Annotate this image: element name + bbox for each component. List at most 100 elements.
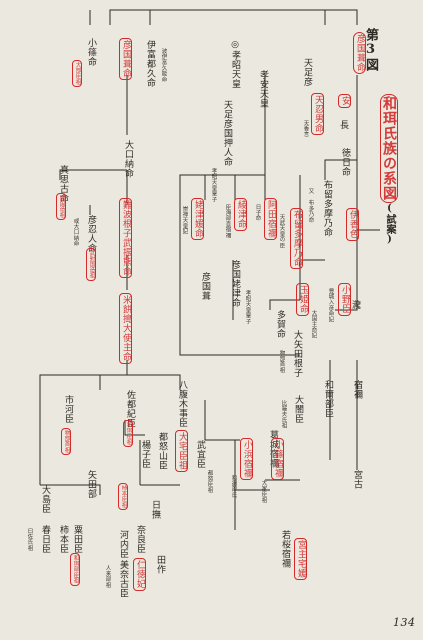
node-yamabe: 大宅臣祖 xyxy=(175,430,188,472)
center-connector xyxy=(179,75,300,356)
node-ohashi: 彦国葺命 xyxy=(353,32,366,74)
link-mashiko-branch xyxy=(59,169,127,180)
node-kogahi: 宮主宅媛 xyxy=(294,538,307,580)
node-oyakuma-note: 大家臣祖 xyxy=(260,480,267,503)
node-mina: 美奈古臣 xyxy=(118,560,128,598)
node-tokuhi: 徳日命 xyxy=(340,148,350,177)
node-okeru: 葛城宿禰 xyxy=(268,430,278,468)
node-waka: 天足彦 xyxy=(302,58,312,87)
node-furu: 布留多摩乃命 xyxy=(322,180,332,237)
node-oguchi: 大口納命 xyxy=(123,140,133,178)
node-amanoshita-note: 天武天皇の臣 xyxy=(278,214,285,249)
link-tochi xyxy=(139,440,180,486)
node-iobe: 伊富都久命 xyxy=(145,40,155,88)
node-mitsu: 宿禰 xyxy=(352,380,362,399)
node-fuka: 楊子臣 xyxy=(140,440,150,469)
node-nifu: 仁徳妃 xyxy=(133,558,146,590)
node-takayo: 武宜臣 xyxy=(195,440,205,469)
node-onoshi: 小篠命 xyxy=(86,38,96,67)
node-kosho: ◎孝昭天皇 xyxy=(230,40,240,89)
node-iobe-note: 波伊富久能命 xyxy=(160,48,167,83)
node-naniwa: 難波根子武振熊命 xyxy=(119,198,132,278)
node-nyo: 長 xyxy=(338,120,348,130)
node-kawachi: 河内臣 xyxy=(118,530,128,559)
node-mono: 和爾部臣 xyxy=(323,380,333,418)
node-ara: 粟田臣 xyxy=(72,525,82,554)
page-number: 134 xyxy=(393,616,416,629)
link-tokoi xyxy=(204,400,240,441)
node-mori-note: 曰佐氏祖 xyxy=(26,528,33,551)
node-hikono: 彦忍人命 xyxy=(86,215,96,253)
node-sasaki: 佐都紀臣 xyxy=(125,390,135,428)
node-sasaki-note: 和珥臣祖 xyxy=(123,420,132,447)
node-ara-note: 和珥部臣祖 xyxy=(70,553,79,585)
node-ichikawa-note: 物部首祖 xyxy=(61,428,70,455)
node-hikokuni: 彦国葺 xyxy=(200,272,210,301)
node-kotohoshi: 安 xyxy=(338,94,351,107)
node-kabe: 矢田部 xyxy=(86,470,96,499)
node-ohama: 小浜宿禰 xyxy=(240,438,253,480)
node-onoshi-note: 大部臣祖 xyxy=(72,60,81,87)
node-maso: 多賀命 xyxy=(275,310,285,339)
node-oyakuma: 小篠宿禰 xyxy=(271,438,284,480)
branch-toyo xyxy=(335,270,358,311)
top-connector xyxy=(109,9,358,25)
node-toyoki-note: 豊城入彦命妃 xyxy=(327,288,334,323)
link-maso xyxy=(269,175,301,310)
node-tane: 瀧 xyxy=(350,300,360,310)
node-kugi: 大闇臣 xyxy=(293,395,303,424)
node-fuka-note: 柿本臣祖 xyxy=(118,483,127,510)
node-awa-note: 日子命 xyxy=(254,204,261,222)
node-hioki: 日撫 xyxy=(150,500,160,519)
node-hikono-note: 武射国造祖 xyxy=(86,248,95,280)
figure-title-note: (試案) xyxy=(384,203,395,245)
node-furu-note: 又 布多乃命 xyxy=(307,188,314,223)
node-ame-oshitarashi: 天足彦国押人命 xyxy=(222,100,232,167)
branch-wani xyxy=(324,159,357,180)
node-koan: 孝安天皇 xyxy=(258,70,268,108)
node-hikoyo-note: 孝昭天皇皇子 xyxy=(244,290,251,325)
node-hikoyo: 彦国姥津命 xyxy=(230,260,240,308)
figure-number: 第3図 xyxy=(363,28,378,72)
node-takayo-note: 都努臣祖 xyxy=(206,470,213,493)
node-hikoisa: 天忍男命 xyxy=(311,93,324,135)
node-oshika: 姥津媛命 xyxy=(191,198,204,240)
node-ichikawa: 市河臣 xyxy=(63,395,73,424)
node-amanoshita: 布留多摩乃命 xyxy=(290,208,303,269)
node-mina-note: 人来部祖 xyxy=(104,565,111,588)
node-tomo: 柿本臣 xyxy=(58,525,68,554)
node-mashiko-note: 聞国造祖 xyxy=(56,193,65,220)
node-tamura: 田作 xyxy=(155,555,165,574)
node-mori: 春日臣 xyxy=(40,525,50,554)
node-oumi: 奈良臣 xyxy=(135,525,145,554)
node-oshika-note: 崇神天皇妃 xyxy=(181,206,188,235)
link-arakuma xyxy=(40,484,101,495)
node-oguchi-sub: 或大口納命 xyxy=(72,218,79,247)
lower-left-backbone xyxy=(39,360,181,390)
node-awa: 阿田宿禰 xyxy=(264,198,277,240)
node-yahara: 八腹木事臣 xyxy=(177,380,187,428)
figure-title: 和珥氏族の系図 xyxy=(380,94,398,203)
branch-ume xyxy=(299,259,325,270)
node-ika: 伊香色 xyxy=(346,208,359,240)
node-oyamato-note: 臣海部直宿禰 xyxy=(224,204,231,239)
link-kamae xyxy=(234,440,270,530)
node-mashiko: 真思古命 xyxy=(58,165,68,203)
node-ame-note: 孝昭天皇皇子 xyxy=(210,168,217,203)
node-okuni-note: 物部首祖 xyxy=(278,350,285,373)
node-aoi: 若桜宿禰 xyxy=(280,530,290,568)
node-kugi-note: 比羅夫氏祖 xyxy=(280,400,287,429)
node-tamahime-note: 大国主命妃 xyxy=(310,310,317,339)
node-toyoki: 小野臣 xyxy=(338,283,351,315)
right-lower-lines xyxy=(329,360,358,470)
node-oyamato: 綾津命 xyxy=(234,198,247,230)
node-tsunu: 都怒山臣 xyxy=(157,432,167,470)
node-ita: 宮古 xyxy=(352,470,362,489)
node-oshima: 大島臣 xyxy=(40,485,50,514)
node-tamahime: 玉姫命 xyxy=(296,283,309,315)
node-hikokunibuku: 彦国葺命 xyxy=(119,38,132,80)
node-okuni: 大矢田根子 xyxy=(292,330,302,378)
node-yonetsu: 米餅搗大使主命 xyxy=(119,293,132,363)
